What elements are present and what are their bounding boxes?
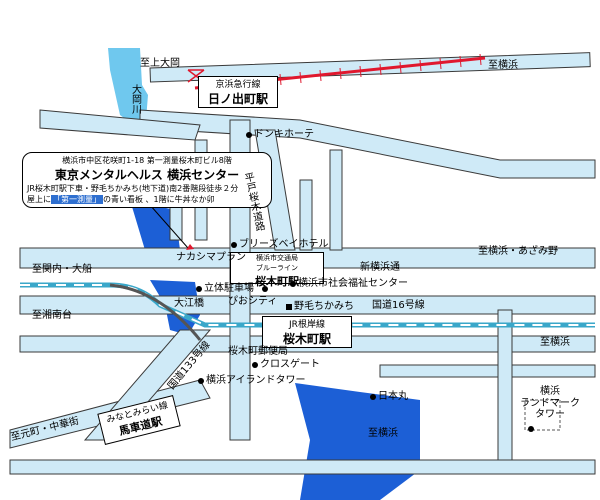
subway-sakuragicho-box[interactable]: 横浜市交通局 ブルーライン 桜木町駅 <box>230 252 324 288</box>
direction-yokohama-mid: 至横浜 <box>540 337 570 348</box>
ooka-river-upper <box>108 48 148 130</box>
label-parking: 立体駐車場 <box>204 283 254 294</box>
direction-kamiooka: 至上大岡 <box>140 58 180 69</box>
landmark-tower-line2: ランドマーク <box>520 397 580 409</box>
subway-line-label2: ブルーライン <box>256 264 298 272</box>
label-crossgate: クロスゲート <box>260 359 320 370</box>
label-island-tower: 横浜アイランドタワー <box>206 375 306 386</box>
access-prefix: 屋上に <box>27 195 51 204</box>
label-post-office: 桜木町郵便局 <box>228 346 288 357</box>
landmark-tower-line3: タワー <box>535 409 565 420</box>
callout-pointer <box>149 204 189 249</box>
route16-road <box>19 295 596 315</box>
label-route16: 国道16号線 <box>372 300 425 311</box>
label-shin-yokohama-st: 新横浜通 <box>360 262 400 273</box>
direction-shonandai: 至湘南台 <box>32 310 72 321</box>
hinodecho-station-box[interactable]: 京浜急行線 日ノ出町駅 <box>198 76 278 108</box>
label-ooka-river: 大岡川 <box>129 84 141 114</box>
landmark-tower-marker <box>528 426 534 432</box>
subway-station-name: 桜木町駅 <box>255 275 299 288</box>
hinodecho-line-label: 京浜急行線 <box>215 80 261 90</box>
access-highlight: 「第一測量」 <box>51 195 103 204</box>
island-tower-marker <box>198 378 204 384</box>
jr-station-name: 桜木町駅 <box>282 332 331 346</box>
crossgate-marker <box>252 362 258 368</box>
pio-marker <box>262 286 268 292</box>
direction-yokohama-top: 至横浜 <box>488 60 518 71</box>
office-name: 東京メンタルヘルス 横浜センター <box>54 168 240 182</box>
direction-yokohama-bottom: 至横浜 <box>368 428 398 439</box>
street-b <box>329 149 343 251</box>
jr-line <box>20 282 595 341</box>
landmark-tower-line1: 横浜 <box>540 386 560 397</box>
road-layer <box>9 52 596 475</box>
jr-sakuragicho-box[interactable]: JR根岸線 桜木町駅 <box>262 316 352 348</box>
noge-marker <box>286 304 292 310</box>
label-nipponmaru: 日本丸 <box>378 391 408 402</box>
label-nakashima: ナカシマプラン <box>176 252 246 263</box>
office-address: 横浜市中区花咲町1-18 第一測量桜木町ビル8階 <box>62 156 232 165</box>
road-right-vertical <box>497 309 513 461</box>
landmark-tower-outline <box>524 399 561 431</box>
office-callout: 横浜市中区花咲町1-18 第一測量桜木町ビル8階 東京メンタルヘルス 横浜センタ… <box>22 152 272 208</box>
jr-line-label: JR根岸線 <box>289 320 325 330</box>
label-landmark-tower: 横浜 ランドマーク タワー <box>520 386 580 421</box>
label-donki: ドンキホーテ <box>254 129 314 140</box>
parking-marker <box>196 286 202 292</box>
direction-kannai-ofuna: 至関内・大船 <box>32 264 92 275</box>
label-welfare: 横浜市社会福祉センター <box>298 278 408 289</box>
label-breeze: ブリーズベイホテル <box>239 239 329 250</box>
jr-branch <box>109 283 202 341</box>
location-marker <box>186 244 194 250</box>
label-noge: 野毛ちかみち <box>294 301 354 312</box>
donki-marker <box>246 132 252 138</box>
street-a <box>299 179 313 251</box>
nipponmaru-marker <box>370 394 376 400</box>
office-access-line2: 屋上に「第一測量」の青い看板 、1階に牛丼なか卯 <box>27 194 267 205</box>
breeze-marker <box>231 242 237 248</box>
welfare-marker <box>290 281 296 287</box>
label-oe-bridge: 大江橋 <box>174 298 204 309</box>
road-right-lower <box>379 364 596 378</box>
office-access-line1: JR桜木町駅下車・野毛ちかみち(地下道)南2番階段徒歩２分 <box>27 184 239 193</box>
direction-yokohama-azamino: 至横浜・あざみ野 <box>478 246 558 257</box>
label-pio: ぴおシティ <box>228 296 278 307</box>
access-suffix: の青い看板 、1階に牛丼なか卯 <box>103 195 215 204</box>
hinodecho-station-name: 日ノ出町駅 <box>207 92 268 106</box>
road-bottom <box>9 459 596 475</box>
subway-line-label1: 横浜市交通局 <box>256 254 298 262</box>
